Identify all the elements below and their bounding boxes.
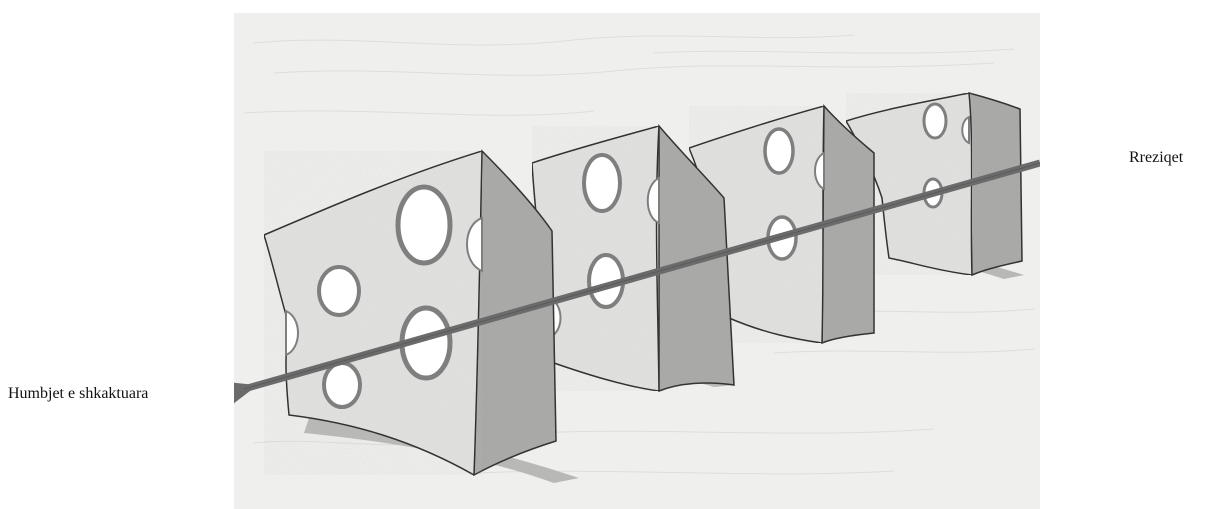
hazards-label: Rreziqet [1129, 149, 1183, 167]
slice-1-hole [324, 363, 360, 407]
slice-1-hole [398, 187, 450, 263]
losses-label: Humbjet e shkaktuara [8, 385, 148, 403]
slice-4-edge-notch [962, 117, 969, 143]
slice-2-hole [584, 155, 620, 211]
slice-3-hole [765, 129, 793, 173]
slice-1-hole [319, 267, 359, 315]
swiss-cheese-diagram [234, 13, 1040, 509]
slice-4-hole [924, 104, 946, 138]
